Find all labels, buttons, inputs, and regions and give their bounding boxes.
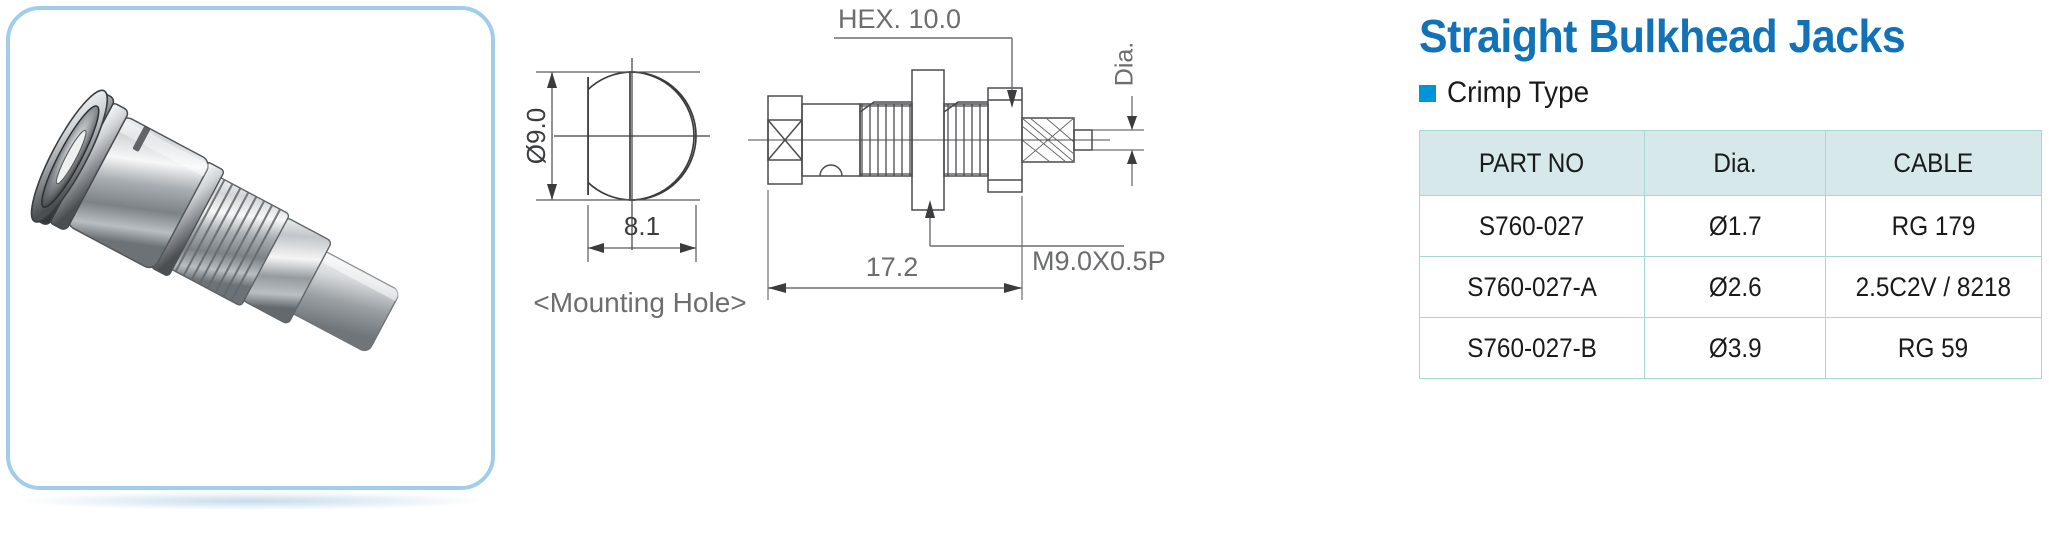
page-title: Straight Bulkhead Jacks <box>1419 10 1906 62</box>
barrel-highlight <box>115 118 210 177</box>
dim-diameter-label: Ø9.0 <box>521 108 551 164</box>
cell-cable: RG 179 <box>1825 195 2042 258</box>
column-header-cable-text: CABLE <box>1893 147 1974 178</box>
technical-drawings: Ø9.0 8.1 <Mounting Hole> <box>520 0 1400 420</box>
subtitle-label: Crimp Type <box>1447 76 1590 110</box>
cell-part-no-text: S760-027-B <box>1467 332 1597 363</box>
dia-arrow-up <box>1127 150 1137 164</box>
cell-cable-text: RG 179 <box>1891 210 1976 241</box>
ferrule-highlight <box>314 248 401 302</box>
cell-part-no: S760-027-B <box>1419 317 1645 380</box>
cell-dia-text: Ø1.7 <box>1708 210 1762 241</box>
dim-thread-label: M9.0X0.5P <box>1032 246 1166 276</box>
photo-shadow <box>22 492 482 510</box>
cell-dia: Ø3.9 <box>1644 317 1826 380</box>
arrow-up <box>547 72 557 88</box>
product-info-panel: Straight Bulkhead Jacks Crimp Type PART … <box>1413 8 2042 380</box>
table-row: S760-027-A Ø2.6 2.5C2V / 8218 <box>1419 256 2042 319</box>
cell-dia: Ø2.6 <box>1644 256 1826 319</box>
dim-hex-label: HEX. 10.0 <box>838 4 961 34</box>
barrel-notch <box>132 126 150 152</box>
barrel-groove <box>819 164 843 177</box>
arrow-left-81 <box>588 243 604 253</box>
subtitle-row: Crimp Type <box>1419 76 2041 110</box>
table-row: S760-027-B Ø3.9 RG 59 <box>1419 317 2042 380</box>
column-header-dia: Dia. <box>1644 130 1826 197</box>
cell-part-no: S760-027-A <box>1419 256 1645 319</box>
arrow-right-81 <box>680 243 696 253</box>
table-head: PART NO Dia. CABLE <box>1419 130 2042 197</box>
table-header-row: PART NO Dia. CABLE <box>1419 130 2042 197</box>
column-header-part-no: PART NO <box>1419 130 1645 197</box>
cell-part-no: S760-027 <box>1419 195 1645 258</box>
square-bullet-icon <box>1419 84 1436 102</box>
arrow-down <box>547 184 557 200</box>
column-header-part-no-text: PART NO <box>1479 147 1585 178</box>
dim-length-label: 17.2 <box>866 252 919 282</box>
specification-table: PART NO Dia. CABLE S760-027 Ø1.7 RG <box>1419 130 2042 380</box>
thread-chamfer-right <box>943 101 988 113</box>
cell-dia-text: Ø3.9 <box>1708 332 1762 363</box>
len-arrow-right <box>1004 283 1022 293</box>
len-arrow-left <box>768 283 786 293</box>
center-contact <box>55 129 87 185</box>
hex-leader-arrow <box>1007 90 1017 108</box>
dia-arrow-down <box>1127 116 1137 130</box>
assembly-side-view <box>748 69 1110 211</box>
cell-cable: RG 59 <box>1825 317 2042 380</box>
connector-photo <box>30 89 401 352</box>
cell-dia-text: Ø2.6 <box>1708 271 1762 302</box>
cell-cable-text: 2.5C2V / 8218 <box>1855 271 2012 302</box>
column-header-dia-text: Dia. <box>1713 147 1757 178</box>
cell-dia: Ø1.7 <box>1644 195 1826 258</box>
thread-grooves <box>174 179 282 302</box>
connector-body-group <box>30 89 401 352</box>
cell-cable: 2.5C2V / 8218 <box>1825 256 2042 319</box>
product-photo-frame <box>6 6 495 490</box>
table-row: S760-027 Ø1.7 RG 179 <box>1419 195 2042 258</box>
cell-part-no-text: S760-027 <box>1479 210 1585 241</box>
column-header-cable: CABLE <box>1825 130 2042 197</box>
dim-cable-dia-label: Dia. <box>1111 42 1139 86</box>
dim-flat-width-label: 8.1 <box>624 211 660 241</box>
thread-chamfer-left <box>859 101 912 113</box>
mounting-hole-caption: <Mounting Hole> <box>533 287 746 318</box>
thread-leader-arrow <box>925 200 935 218</box>
cell-part-no-text: S760-027-A <box>1467 271 1597 302</box>
table-body: S760-027 Ø1.7 RG 179 S760-027-A Ø2.6 2.5… <box>1419 195 2042 380</box>
cell-cable-text: RG 59 <box>1898 332 1969 363</box>
